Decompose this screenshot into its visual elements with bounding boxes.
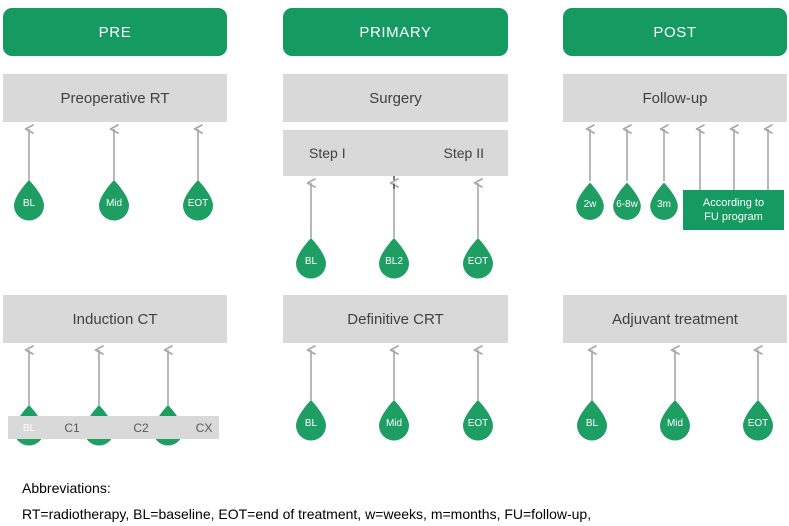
- droplet-pre-top-1: [14, 180, 44, 221]
- cycle-label-c2: C2: [133, 420, 149, 435]
- treatment-box-follow-up[interactable]: Follow-up: [563, 74, 787, 122]
- droplet-label-primary-top-1: BL: [304, 256, 318, 267]
- droplet-pre-top-2: [99, 180, 129, 221]
- droplet-label-primary-bottom-1: BL: [304, 418, 318, 429]
- phase-header-post[interactable]: POST: [563, 8, 787, 56]
- droplet-post-bottom-3: [743, 400, 773, 441]
- droplet-post-top-1: [576, 182, 604, 220]
- arrows-pre-bottom: [24, 345, 173, 405]
- droplet-label-post-bottom-3: EOT: [747, 418, 769, 429]
- droplet-label-post-top-3: 3m: [657, 199, 671, 210]
- droplet-primary-top-2: [379, 238, 409, 279]
- treatment-box-induction-ct[interactable]: Induction CT: [3, 295, 227, 343]
- cycle-bar-induction: C1 C2 CX: [8, 416, 219, 439]
- treatment-box-definitive-crt[interactable]: Definitive CRT: [283, 295, 508, 343]
- droplet-label-pre-top-3: EOT: [187, 198, 209, 209]
- droplet-label-pre-top-1: BL: [22, 198, 36, 209]
- droplet-primary-top-3: [463, 238, 493, 279]
- arrows-primary-bottom: [306, 345, 483, 400]
- droplet-primary-bottom-2: [379, 400, 409, 441]
- droplet-label-primary-top-3: EOT: [467, 256, 489, 267]
- step-label-two: Step II: [443, 145, 484, 161]
- arrows-pre-top: [24, 124, 203, 180]
- abbreviations-line: RT=radiotherapy, BL=baseline, EOT=end of…: [22, 506, 592, 522]
- step-label-one: Step I: [309, 145, 346, 161]
- surgery-step-box[interactable]: Step I Step II: [283, 130, 508, 176]
- cycle-label-c1: C1: [64, 420, 80, 435]
- phase-header-pre[interactable]: PRE: [3, 8, 227, 56]
- droplet-label-primary-bottom-3: EOT: [467, 418, 489, 429]
- droplet-label-primary-top-2: BL2: [385, 256, 403, 267]
- droplet-post-bottom-1: [577, 400, 607, 441]
- droplet-post-bottom-2: [660, 400, 690, 441]
- fu-program-line-2: FU program: [704, 211, 763, 223]
- droplet-post-top-2: [613, 182, 641, 220]
- droplet-primary-bottom-1: [296, 400, 326, 441]
- droplet-primary-bottom-3: [463, 400, 493, 441]
- fu-program-line-1: According to: [702, 197, 765, 209]
- droplet-label-post-top-1: 2w: [583, 199, 597, 210]
- droplet-primary-top-1: [296, 238, 326, 279]
- phase-header-primary[interactable]: PRIMARY: [283, 8, 508, 56]
- droplet-label-post-bottom-2: Mid: [666, 418, 684, 429]
- arrows-post-top: [585, 124, 773, 190]
- treatment-box-surgery[interactable]: Surgery: [283, 74, 508, 122]
- cycle-label-cx: CX: [195, 420, 213, 435]
- droplet-pre-top-3: [183, 180, 213, 221]
- droplet-label-pre-top-2: Mid: [105, 198, 123, 209]
- droplet-label-post-top-2: 6-8w: [616, 199, 638, 210]
- droplet-label-post-bottom-1: BL: [585, 418, 599, 429]
- droplet-post-top-3: [650, 182, 678, 220]
- droplet-label-primary-bottom-2: Mid: [385, 418, 403, 429]
- treatment-box-preoperative-rt[interactable]: Preoperative RT: [3, 74, 227, 122]
- arrows-primary-top: [306, 178, 483, 238]
- treatment-box-adjuvant-treatment[interactable]: Adjuvant treatment: [563, 295, 787, 343]
- abbreviations-title: Abbreviations:: [22, 480, 111, 496]
- arrows-post-bottom: [587, 345, 763, 400]
- fu-program-box[interactable]: According to FU program: [683, 190, 784, 230]
